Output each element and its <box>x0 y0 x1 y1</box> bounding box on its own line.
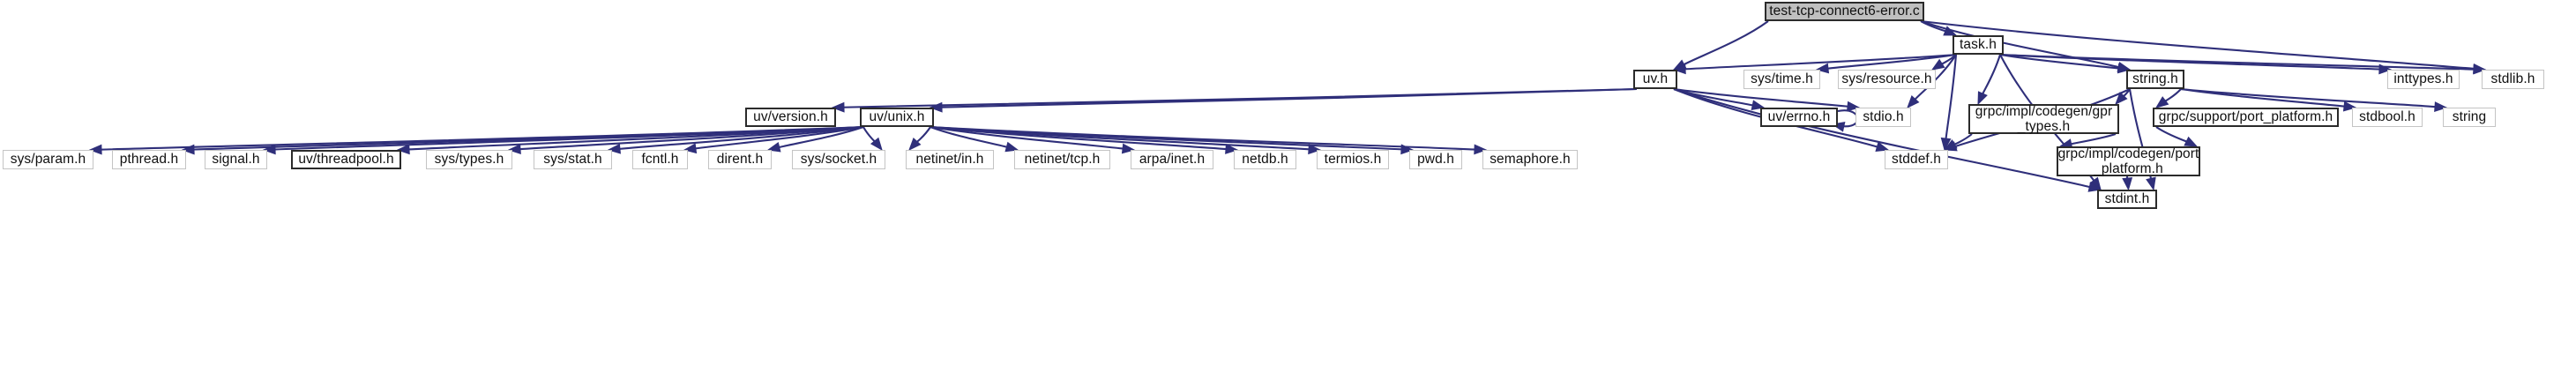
graph-edge-uv-unix-h-to-uv-threadpool-h <box>396 125 864 155</box>
graph-node-stddef-h[interactable]: stddef.h <box>1885 150 1948 169</box>
graph-edge-grpc-impl-codegen-port-platform-h-to-stdint-h <box>2122 175 2133 191</box>
graph-edge-uv-unix-h-to-sys-socket-h <box>862 126 883 152</box>
graph-node-pwd-h[interactable]: pwd.h <box>1409 150 1462 169</box>
graph-node-uv-errno-h[interactable]: uv/errno.h <box>1760 108 1838 127</box>
graph-node-string-h[interactable]: string.h <box>2126 70 2184 89</box>
graph-node-uv-unix-h[interactable]: uv/unix.h <box>860 108 934 127</box>
graph-edge-grpc-support-port-platform-h-to-grpc-impl-codegen-port-platform-h <box>2155 126 2199 147</box>
graph-node-netinet-tcp-h[interactable]: netinet/tcp.h <box>1014 150 1110 169</box>
graph-node-netinet-in-h[interactable]: netinet/in.h <box>906 150 994 169</box>
graph-node-uv-threadpool-h[interactable]: uv/threadpool.h <box>291 150 401 169</box>
graph-edge-uv-unix-h-to-semaphore-h <box>930 125 1488 155</box>
graph-edge-test-tcp-connect6-error-c-to-uv-h <box>1672 20 1769 71</box>
graph-node-netdb-h[interactable]: netdb.h <box>1234 150 1296 169</box>
graph-node-termios-h[interactable]: termios.h <box>1317 150 1389 169</box>
graph-edge-task-h-to-stddef-h <box>1940 54 1958 152</box>
graph-edge-uv-unix-h-to-sys-types-h <box>507 125 864 155</box>
graph-node-signal-h[interactable]: signal.h <box>205 150 267 169</box>
graph-edge-uv-unix-h-to-dirent-h <box>766 126 864 153</box>
graph-edge-task-h-to-grpc-impl-codegen-gpr-types-h <box>1977 54 2002 106</box>
graph-node-dirent-h[interactable]: dirent.h <box>708 150 772 169</box>
graph-edge-uv-h-to-stdint-h <box>1673 88 2102 192</box>
graph-edge-task-h-to-uv-h <box>1672 53 1957 75</box>
graph-node-test-tcp-connect6-error-c[interactable]: test-tcp-connect6-error.c <box>1765 2 1924 21</box>
graph-node-stdio-h[interactable]: stdio.h <box>1855 108 1911 127</box>
graph-edge-uv-h-to-stdio-h <box>1673 87 1861 112</box>
graph-edge-string-h-to-grpc-impl-codegen-gpr-types-h <box>2115 88 2131 105</box>
graph-node-sys-resource-h[interactable]: sys/resource.h <box>1838 70 1936 89</box>
graph-edge-task-h-to-stdlib-h <box>1999 53 2487 75</box>
graph-node-uv-version-h[interactable]: uv/version.h <box>745 108 836 127</box>
graph-edge-uv-h-to-uv-unix-h <box>929 87 1638 113</box>
graph-edge-uv-unix-h-to-signal-h <box>262 125 864 155</box>
graph-edge-uv-unix-h-to-netinet-tcp-h <box>930 126 1019 153</box>
graph-node-inttypes-h[interactable]: inttypes.h <box>2387 70 2460 89</box>
graph-node-task-h[interactable]: task.h <box>1953 35 2004 55</box>
graph-edge-string-h-to-grpc-support-port-platform-h <box>2154 88 2182 108</box>
graph-edge-uv-unix-h-to-netinet-in-h <box>908 126 931 151</box>
graph-edge-uv-unix-h-to-fcntl-h <box>683 125 864 154</box>
graph-node-grpc-impl-codegen-port-platform-h[interactable]: grpc/impl/codegen/port _platform.h <box>2057 146 2200 176</box>
graph-node-uv-h[interactable]: uv.h <box>1633 70 1677 89</box>
graph-edge-grpc-impl-codegen-gpr-types-h-to-stddef-h <box>1943 133 1973 151</box>
graph-edge-string-h-to-string <box>2180 87 2448 112</box>
graph-node-sys-stat-h[interactable]: sys/stat.h <box>534 150 612 169</box>
graph-node-sys-time-h[interactable]: sys/time.h <box>1743 70 1820 89</box>
graph-edge-task-h-to-string-h <box>1999 53 2132 74</box>
graph-node-stdbool-h[interactable]: stdbool.h <box>2352 108 2423 127</box>
graph-node-sys-param-h[interactable]: sys/param.h <box>3 150 93 169</box>
graph-node-sys-socket-h[interactable]: sys/socket.h <box>792 150 885 169</box>
graph-edge-uv-unix-h-to-arpa-inet-h <box>930 125 1136 154</box>
graph-node-pthread-h[interactable]: pthread.h <box>112 150 186 169</box>
graph-node-arpa-inet-h[interactable]: arpa/inet.h <box>1131 150 1213 169</box>
graph-node-string[interactable]: string <box>2443 108 2496 127</box>
graph-node-semaphore-h[interactable]: semaphore.h <box>1482 150 1578 169</box>
graph-node-sys-types-h[interactable]: sys/types.h <box>426 150 512 169</box>
graph-edge-uv-unix-h-to-sys-stat-h <box>607 125 864 154</box>
graph-node-stdlib-h[interactable]: stdlib.h <box>2482 70 2544 89</box>
graph-edge-task-h-to-sys-time-h <box>1815 53 1957 74</box>
graph-node-fcntl-h[interactable]: fcntl.h <box>632 150 688 169</box>
graph-node-grpc-impl-codegen-gpr-types-h[interactable]: grpc/impl/codegen/gpr _types.h <box>1968 104 2119 134</box>
graph-edge-uv-h-to-uv-errno-h <box>1673 87 1766 111</box>
graph-node-grpc-support-port-platform-h[interactable]: grpc/support/port_platform.h <box>2153 108 2339 127</box>
graph-node-stdint-h[interactable]: stdint.h <box>2097 190 2157 209</box>
